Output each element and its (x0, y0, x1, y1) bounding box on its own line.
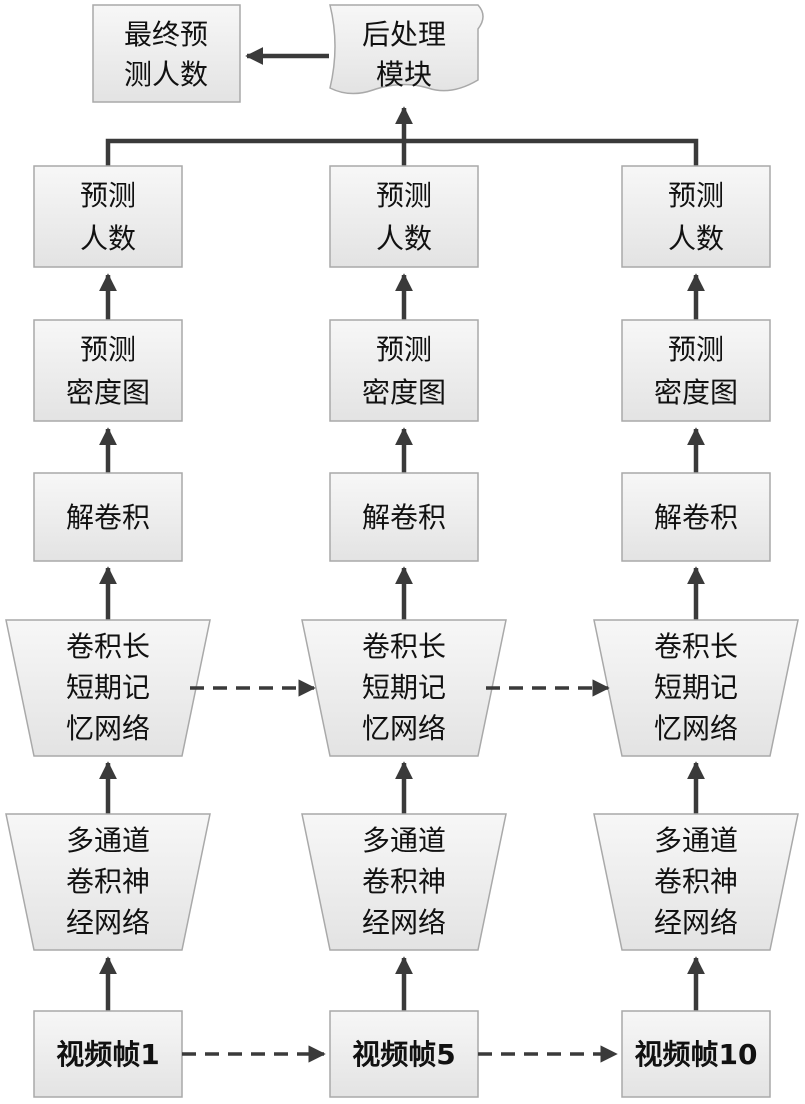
post-processing-line2: 模块 (376, 58, 432, 91)
deconv-node-1: 解卷积 (34, 473, 182, 561)
cnn-node-2: 多通道 卷积神 经网络 (302, 814, 506, 950)
cnn-line3-2: 经网络 (362, 906, 446, 939)
count-line1-2: 预测 (376, 179, 432, 212)
deconv-node-3: 解卷积 (622, 473, 770, 561)
cnn-line3-3: 经网络 (654, 906, 738, 939)
density-line2-2: 密度图 (362, 376, 446, 409)
cnn-node-3: 多通道 卷积神 经网络 (594, 814, 798, 950)
deconv-label-2: 解卷积 (362, 501, 446, 534)
count-line1-3: 预测 (668, 179, 724, 212)
deconv-label-1: 解卷积 (66, 501, 150, 534)
count-line2-1: 人数 (80, 222, 136, 255)
lstm-node-2: 卷积长 短期记 忆网络 (302, 620, 506, 756)
frame-node-2: 视频帧5 (330, 1011, 478, 1097)
lstm-line2-1: 短期记 (66, 671, 150, 704)
density-node-1: 预测 密度图 (34, 320, 182, 421)
frame-label-1: 视频帧1 (56, 1038, 159, 1071)
lstm-line2-2: 短期记 (362, 671, 446, 704)
final-count-line2: 测人数 (124, 58, 208, 91)
cnn-line2-1: 卷积神 (66, 865, 150, 898)
column-1: 预测 人数 预测 密度图 解卷积 卷积长 短期记 忆网络 多通道 卷积神 经网络 (6, 166, 210, 1097)
post-processing-line1: 后处理 (362, 18, 446, 51)
count-line1-1: 预测 (80, 179, 136, 212)
deconv-label-3: 解卷积 (654, 501, 738, 534)
lstm-line1-2: 卷积长 (362, 630, 446, 663)
lstm-line3-2: 忆网络 (362, 712, 446, 745)
cnn-line2-3: 卷积神 (654, 865, 738, 898)
deconv-node-2: 解卷积 (330, 473, 478, 561)
count-node-3: 预测 人数 (622, 166, 770, 267)
lstm-node-1: 卷积长 短期记 忆网络 (6, 620, 210, 756)
count-line2-2: 人数 (376, 222, 432, 255)
cnn-line1-3: 多通道 (654, 824, 738, 857)
density-line1-1: 预测 (80, 333, 136, 366)
frame-label-2: 视频帧5 (352, 1038, 455, 1071)
density-node-3: 预测 密度图 (622, 320, 770, 421)
cnn-node-1: 多通道 卷积神 经网络 (6, 814, 210, 950)
cnn-line1-1: 多通道 (66, 824, 150, 857)
cnn-line2-2: 卷积神 (362, 865, 446, 898)
post-processing-node: 后处理 模块 (330, 5, 483, 94)
column-3: 预测 人数 预测 密度图 解卷积 卷积长 短期记 忆网络 多通道 卷积神 经网络 (594, 166, 798, 1097)
column-2: 预测 人数 预测 密度图 解卷积 卷积长 短期记 忆网络 多通道 卷积神 经网络 (302, 166, 506, 1097)
lstm-line2-3: 短期记 (654, 671, 738, 704)
density-line2-1: 密度图 (66, 376, 150, 409)
count-node-2: 预测 人数 (330, 166, 478, 267)
lstm-line3-1: 忆网络 (66, 712, 150, 745)
count-line2-3: 人数 (668, 222, 724, 255)
final-count-line1: 最终预 (124, 18, 208, 51)
count-node-1: 预测 人数 (34, 166, 182, 267)
density-line1-2: 预测 (376, 333, 432, 366)
final-count-node: 最终预 测人数 (93, 5, 240, 102)
density-line2-3: 密度图 (654, 376, 738, 409)
lstm-line1-1: 卷积长 (66, 630, 150, 663)
frame-node-1: 视频帧1 (34, 1011, 182, 1097)
frame-label-3: 视频帧10 (635, 1038, 758, 1071)
lstm-line3-3: 忆网络 (654, 712, 738, 745)
cnn-line3-1: 经网络 (66, 906, 150, 939)
lstm-line1-3: 卷积长 (654, 630, 738, 663)
density-node-2: 预测 密度图 (330, 320, 478, 421)
lstm-node-3: 卷积长 短期记 忆网络 (594, 620, 798, 756)
density-line1-3: 预测 (668, 333, 724, 366)
cnn-line1-2: 多通道 (362, 824, 446, 857)
frame-node-3: 视频帧10 (622, 1011, 770, 1097)
